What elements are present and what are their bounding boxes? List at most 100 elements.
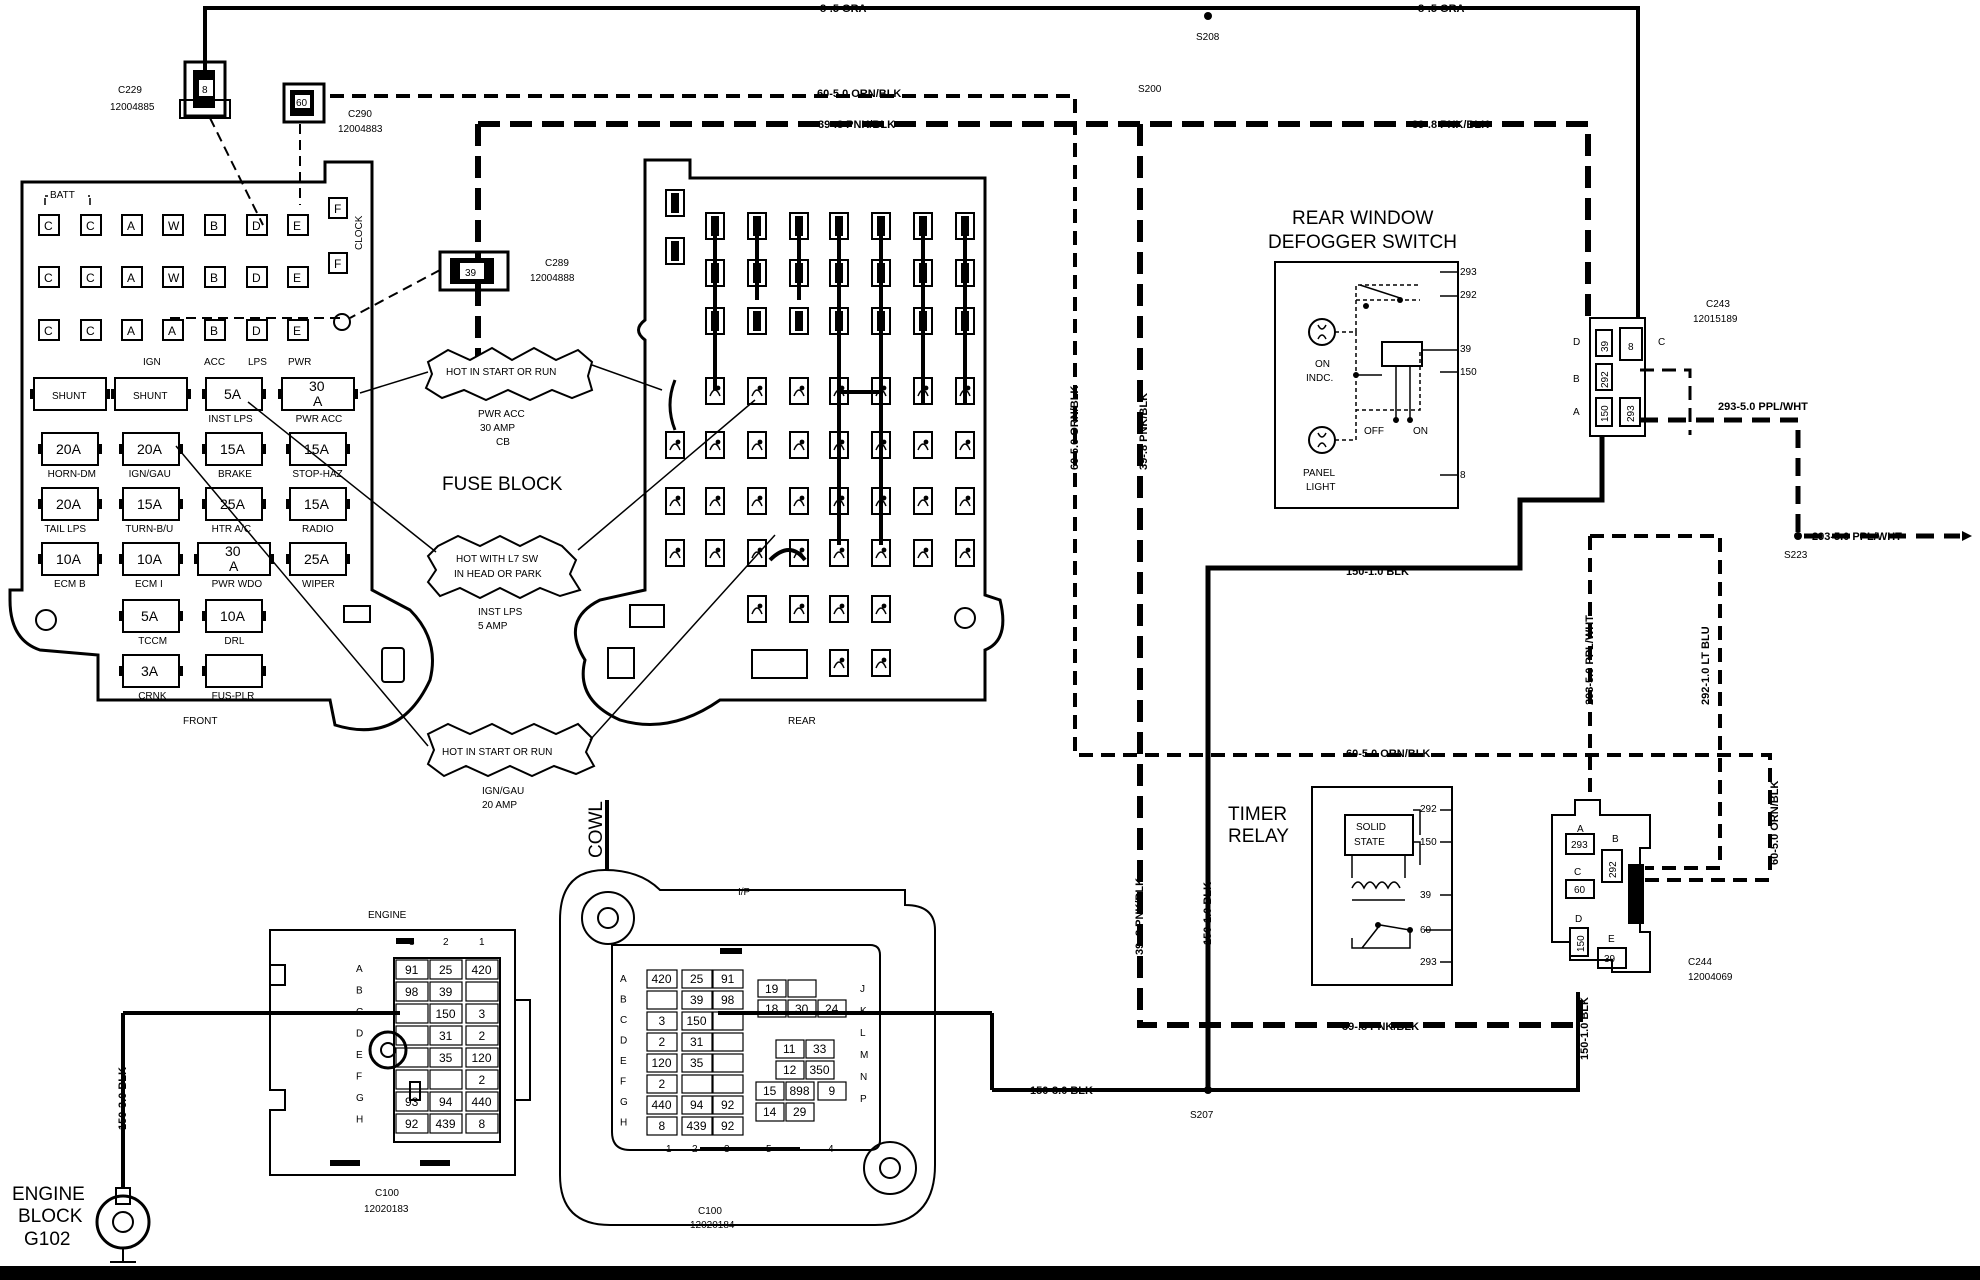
fuse-terminal [955,539,975,567]
ip-cavity [681,1053,713,1073]
ip-row-label: N [860,1072,867,1083]
fuse-letter: C [44,271,53,285]
svg-text:5 AMP: 5 AMP [478,621,508,632]
engine-cavity [429,1091,463,1112]
engine-cavity-value: 98 [405,985,419,999]
fuse-value: 5A [141,608,159,624]
fuse-letter-cell: B [204,319,226,341]
fuse: FUS-PLR [202,654,266,702]
engine-cavity [429,959,463,980]
ip-cavity-value: 439 [687,1119,707,1133]
engine-c100-part: 12020183 [364,1204,409,1215]
ip-cavity [712,1053,744,1073]
ip-cavity-value: 98 [721,993,735,1007]
fuse-terminal [789,377,809,405]
ip-cavity [712,1074,744,1094]
svg-text:60: 60 [1574,885,1586,896]
svg-text:ON: ON [1413,426,1428,437]
fuse-letter: A [127,324,135,338]
ground-label-3: G102 [24,1229,70,1250]
ip-cavity [646,1095,678,1115]
engine-cavity [429,1113,463,1134]
fuse-letter-cell: C [80,266,102,288]
fuse-value: SHUNT [133,391,167,402]
defogger-title-2: DEFOGGER SWITCH [1268,232,1457,253]
callout-hot-start-run: HOT IN START OR RUN PWR ACC 30 AMP CB [359,346,663,448]
bus-bar [668,379,677,431]
fuse-label: PWR ACC [296,414,343,425]
wire-label-39-pnk-right: 39-.8 PNK/BLK [1412,119,1489,131]
engine-cavity-value: 150 [436,1007,456,1021]
fuse-letter-cell: D [246,214,268,236]
engine-cavity-value: 35 [439,1051,453,1065]
engine-cavity-value: 25 [439,963,453,977]
ip-cavity [775,1060,805,1080]
fuse-terminal [789,431,809,459]
defogger-pin-150: 150 [1460,367,1477,378]
engine-cavity-value: 120 [472,1051,492,1065]
fuse-label: HORN-DM [48,469,96,480]
svg-text:D: D [1575,914,1582,925]
relay-pin-292: 292 [1420,804,1437,815]
fuse-letter: A [127,271,135,285]
ip-row-label: M [860,1050,868,1061]
ip-row-label: E [620,1056,627,1067]
ip-cavity-value: 35 [690,1056,704,1070]
relay-pin-39: 39 [1420,890,1432,901]
fuse-label: BRAKE [218,469,252,480]
fuse-label: HTR A/C [212,524,251,535]
front-label: FRONT [183,716,217,727]
engine-cavity-value: 2 [479,1073,486,1087]
ip-cavity [757,979,787,998]
cowl: COWL [586,801,607,858]
fuse-letter-cell: B [204,214,226,236]
engine-cavity [395,981,429,1002]
svg-text:292: 292 [1600,371,1611,388]
wire-label-60-lower: 60-5.0 ORN/BLK [1346,748,1430,760]
c289-name: C289 [545,258,569,269]
svg-text:39: 39 [1600,340,1611,352]
wire-label-39-bottom: 39-.8 PNK/BLK [1342,1021,1419,1033]
ip-row-label: J [860,984,865,995]
fuse-letter-cell: A [121,214,143,236]
ip-c100-name: C100 [698,1206,722,1217]
ip-cavity [757,999,787,1018]
engine-cavity [429,1003,463,1024]
engine-cavity [465,1113,499,1134]
fuse-terminal [913,431,933,459]
ip-cavity-value: 440 [652,1098,672,1112]
engine-cavity-value: 439 [436,1117,456,1131]
fuse-label: WIPER [302,579,335,590]
engine-cavity [395,1047,429,1068]
c243-name: C243 [1706,299,1730,310]
ip-cavity [712,1116,744,1136]
rear-fuse-terminals [665,189,975,679]
fuse-terminal [789,307,809,335]
relay-pin-150: 150 [1420,837,1437,848]
engine-cavity-value: 420 [472,963,492,977]
fuse-letter: E [293,219,301,233]
fuse-letter: D [252,324,261,338]
fuse-terminal [705,431,725,459]
engine-cavity [429,1047,463,1068]
wire-label-60-right-vert: 60-5.0 ORN/BLK [1769,781,1781,865]
svg-text:39: 39 [465,268,477,279]
ip-row-label: B [620,995,627,1006]
ip-cavity-value: 19 [765,982,779,996]
svg-text:292: 292 [1608,861,1619,878]
fuse-value: 5A [224,386,242,402]
timer-relay-title-1: TIMER [1228,804,1287,825]
ip-row-label: G [620,1097,628,1108]
connector-c289: 39 C289 12004888 [438,250,575,292]
ip-c100-title: I/P [738,887,751,898]
fuse-terminal [747,487,767,515]
splice-labels: S208 S200 S223 S207 [1138,32,1808,1121]
fuse-label: TURN-B/U [125,524,173,535]
